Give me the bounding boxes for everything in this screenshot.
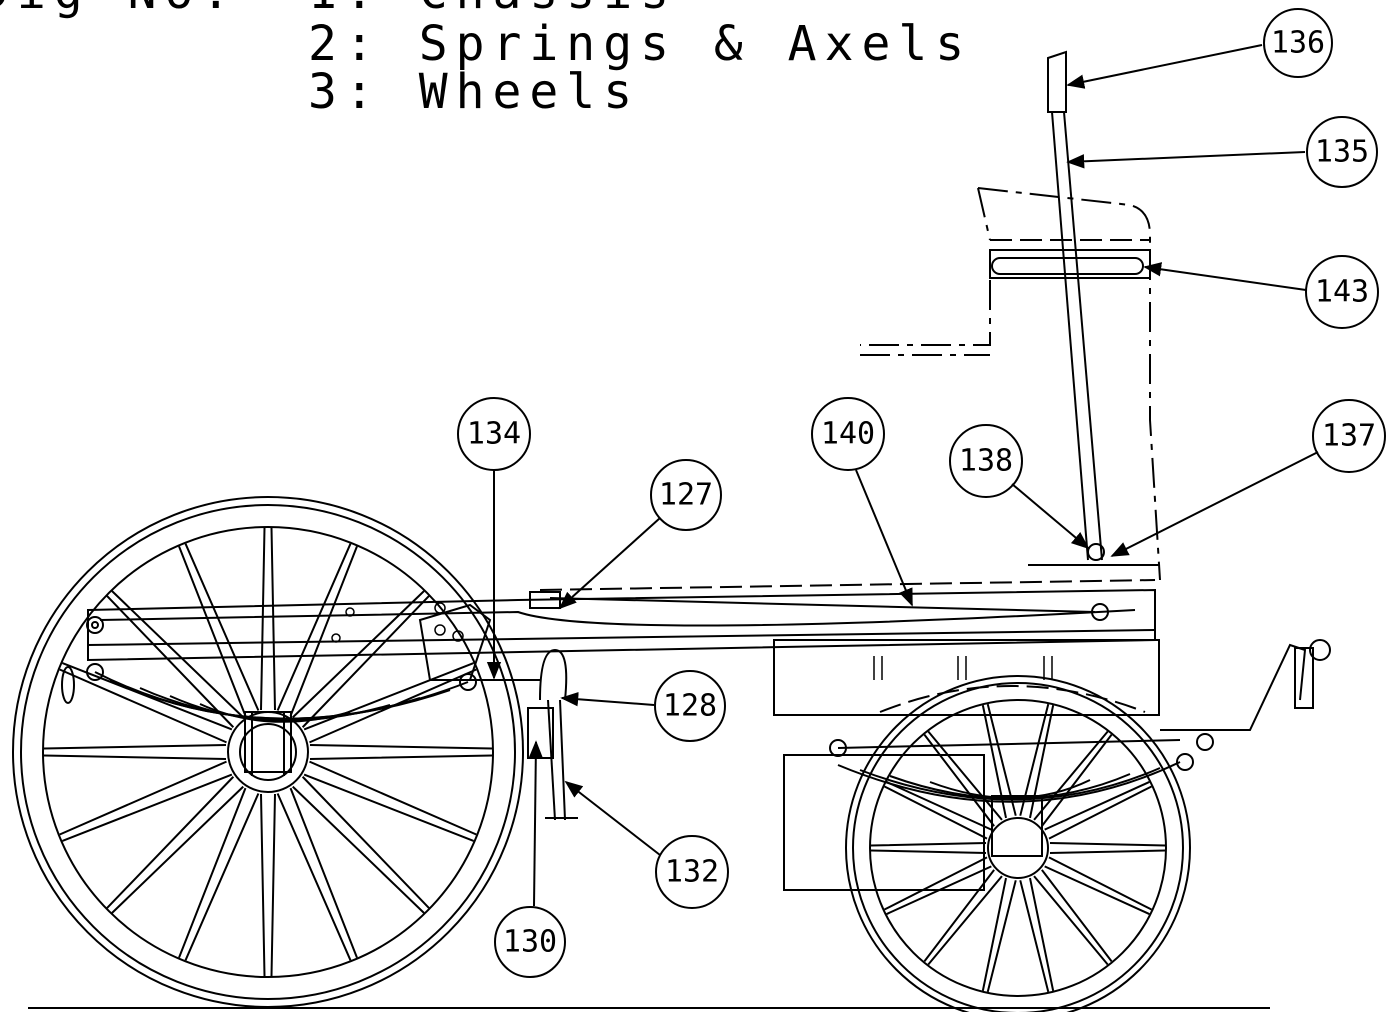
callout-128: 128	[560, 670, 726, 742]
legend-item-wheels: 3: Wheels	[308, 64, 640, 120]
front-wheel	[845, 675, 1191, 1012]
carriage-body-outline	[539, 187, 1161, 591]
callout-135: 135	[1066, 116, 1378, 188]
callout-label-136: 136	[1271, 26, 1325, 61]
legend-item-springs-axels: 2: Springs & Axels	[308, 16, 972, 72]
front-leaf-spring	[829, 639, 1331, 857]
callout-label-143: 143	[1315, 275, 1369, 310]
callout-label-128: 128	[663, 689, 717, 724]
callout-143: 143	[1143, 255, 1379, 329]
rear-wheel-spokes	[43, 527, 493, 977]
front-body-box	[773, 639, 1160, 891]
callout-137: 137	[1110, 399, 1386, 557]
brake-pedal-assembly	[527, 648, 578, 821]
callout-132: 132	[564, 780, 729, 909]
callout-label-127: 127	[659, 478, 713, 513]
callout-138: 138	[949, 424, 1090, 550]
callout-127: 127	[558, 459, 722, 610]
chassis-frame	[61, 588, 1156, 704]
rear-wheel	[12, 496, 524, 1008]
callout-134: 134	[457, 397, 531, 680]
callout-label-132: 132	[665, 855, 719, 890]
legend-heading: Dig No:	[0, 0, 238, 20]
callout-label-140: 140	[821, 417, 875, 452]
callout-label-135: 135	[1315, 135, 1369, 170]
callout-130: 130	[494, 740, 566, 978]
front-wheel-spokes	[870, 703, 1166, 993]
steering-column	[529, 50, 1109, 621]
callout-label-134: 134	[467, 417, 521, 452]
legend: Dig No: 1: Chassis 2: Springs & Axels 3:…	[0, 0, 972, 120]
callout-140: 140	[811, 397, 913, 607]
callout-136: 136	[1066, 8, 1333, 89]
legend-item-chassis: 1: Chassis	[308, 0, 677, 20]
rear-leaf-spring	[86, 663, 477, 776]
callout-label-137: 137	[1322, 419, 1376, 454]
callout-label-138: 138	[959, 444, 1013, 479]
callout-label-130: 130	[503, 925, 557, 960]
